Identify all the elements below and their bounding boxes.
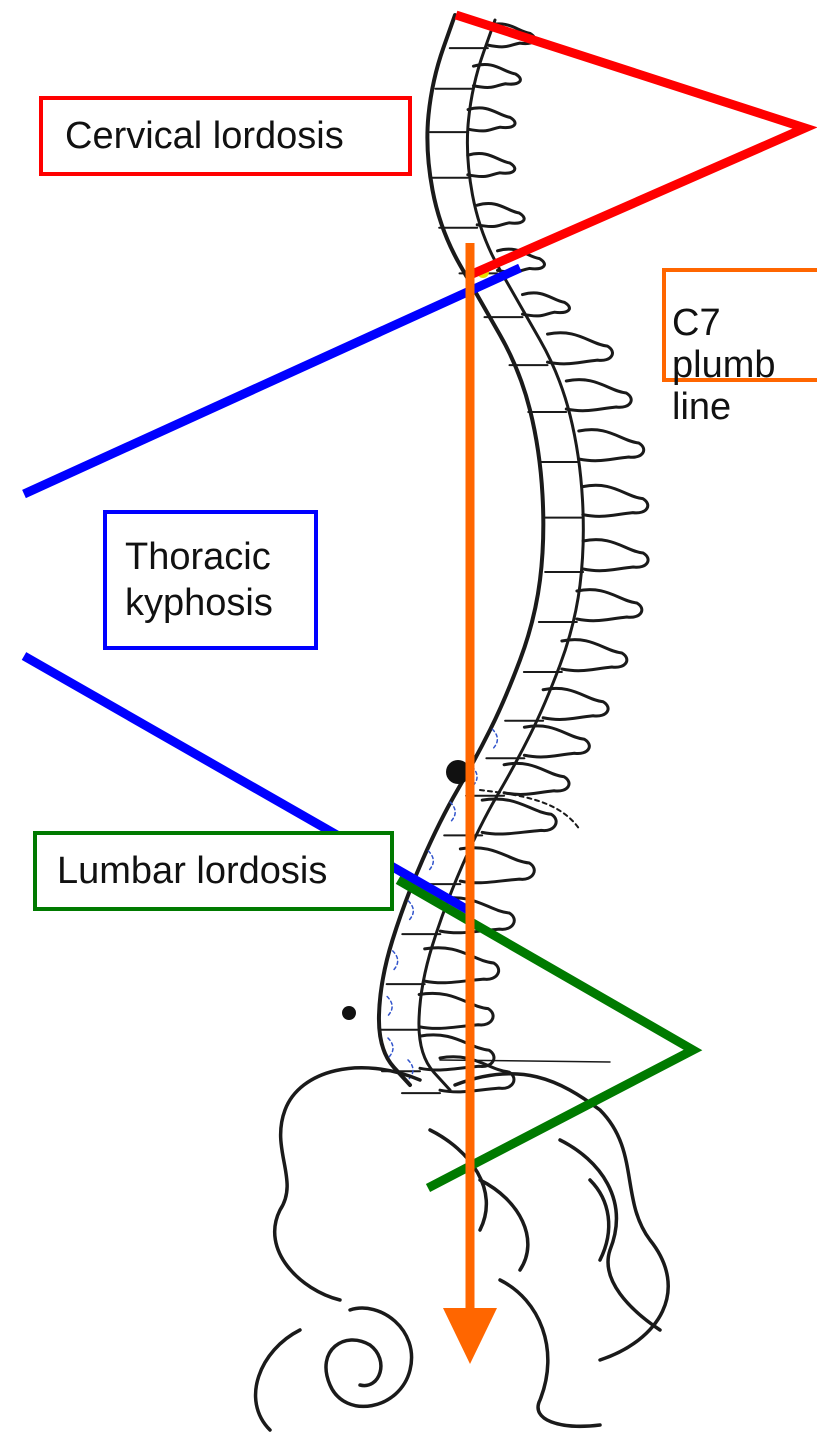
measurement-overlays <box>24 15 805 1364</box>
vertebra-spinous-process <box>523 293 570 316</box>
vertebra-spinous-process <box>425 948 499 983</box>
thoracic-kyphosis-label: Thoracic kyphosis <box>103 510 318 650</box>
c7-text: C7 <box>672 302 817 344</box>
c7-plumb-line-label: C7 plumb line <box>662 268 817 382</box>
vertebra-spinous-process <box>419 993 493 1028</box>
landmark-dot <box>342 1006 356 1020</box>
lumbar-lordosis-label: Lumbar lordosis <box>33 831 394 911</box>
vertebra-spinous-process <box>548 333 613 364</box>
cervical-angle-lines <box>456 15 805 275</box>
line-text: line <box>672 386 817 428</box>
lumbar-disc-outline <box>408 901 413 921</box>
plumb-text: plumb <box>672 344 817 386</box>
vertebra-spinous-process <box>579 430 644 461</box>
vertebra-spinous-process <box>524 726 589 757</box>
vertebra-spinous-process <box>468 108 515 131</box>
vertebra-spinous-process <box>583 485 648 516</box>
vertebra-spinous-process <box>566 380 631 411</box>
vertebra-spinous-process <box>577 590 642 621</box>
lumbar-disc-outline <box>387 997 392 1017</box>
lumbar-disc-outline <box>393 951 398 971</box>
cervical-lordosis-text: Cervical lordosis <box>65 114 408 158</box>
lumbar-disc-outline <box>388 1038 393 1058</box>
plumb-arrow-icon <box>443 1308 497 1364</box>
thoracic-upper-line <box>24 268 520 494</box>
cervical-lordosis-label: Cervical lordosis <box>39 96 412 176</box>
thoracic-text: Thoracic <box>125 534 314 580</box>
vertebra-spinous-process <box>562 640 627 671</box>
lumbar-disc-outline <box>428 851 433 871</box>
lumbar-disc-outline <box>492 729 497 749</box>
lumbar-lordosis-text: Lumbar lordosis <box>57 849 390 893</box>
vertebra-spinous-process <box>477 204 524 227</box>
vertebra-spinous-process <box>473 64 520 87</box>
kyphosis-text: kyphosis <box>125 580 314 626</box>
vertebra-spinous-process <box>583 540 648 571</box>
vertebra-spinous-process <box>468 154 515 177</box>
vertebra-spinous-process <box>543 688 608 719</box>
pelvis-illustration <box>256 1060 669 1430</box>
